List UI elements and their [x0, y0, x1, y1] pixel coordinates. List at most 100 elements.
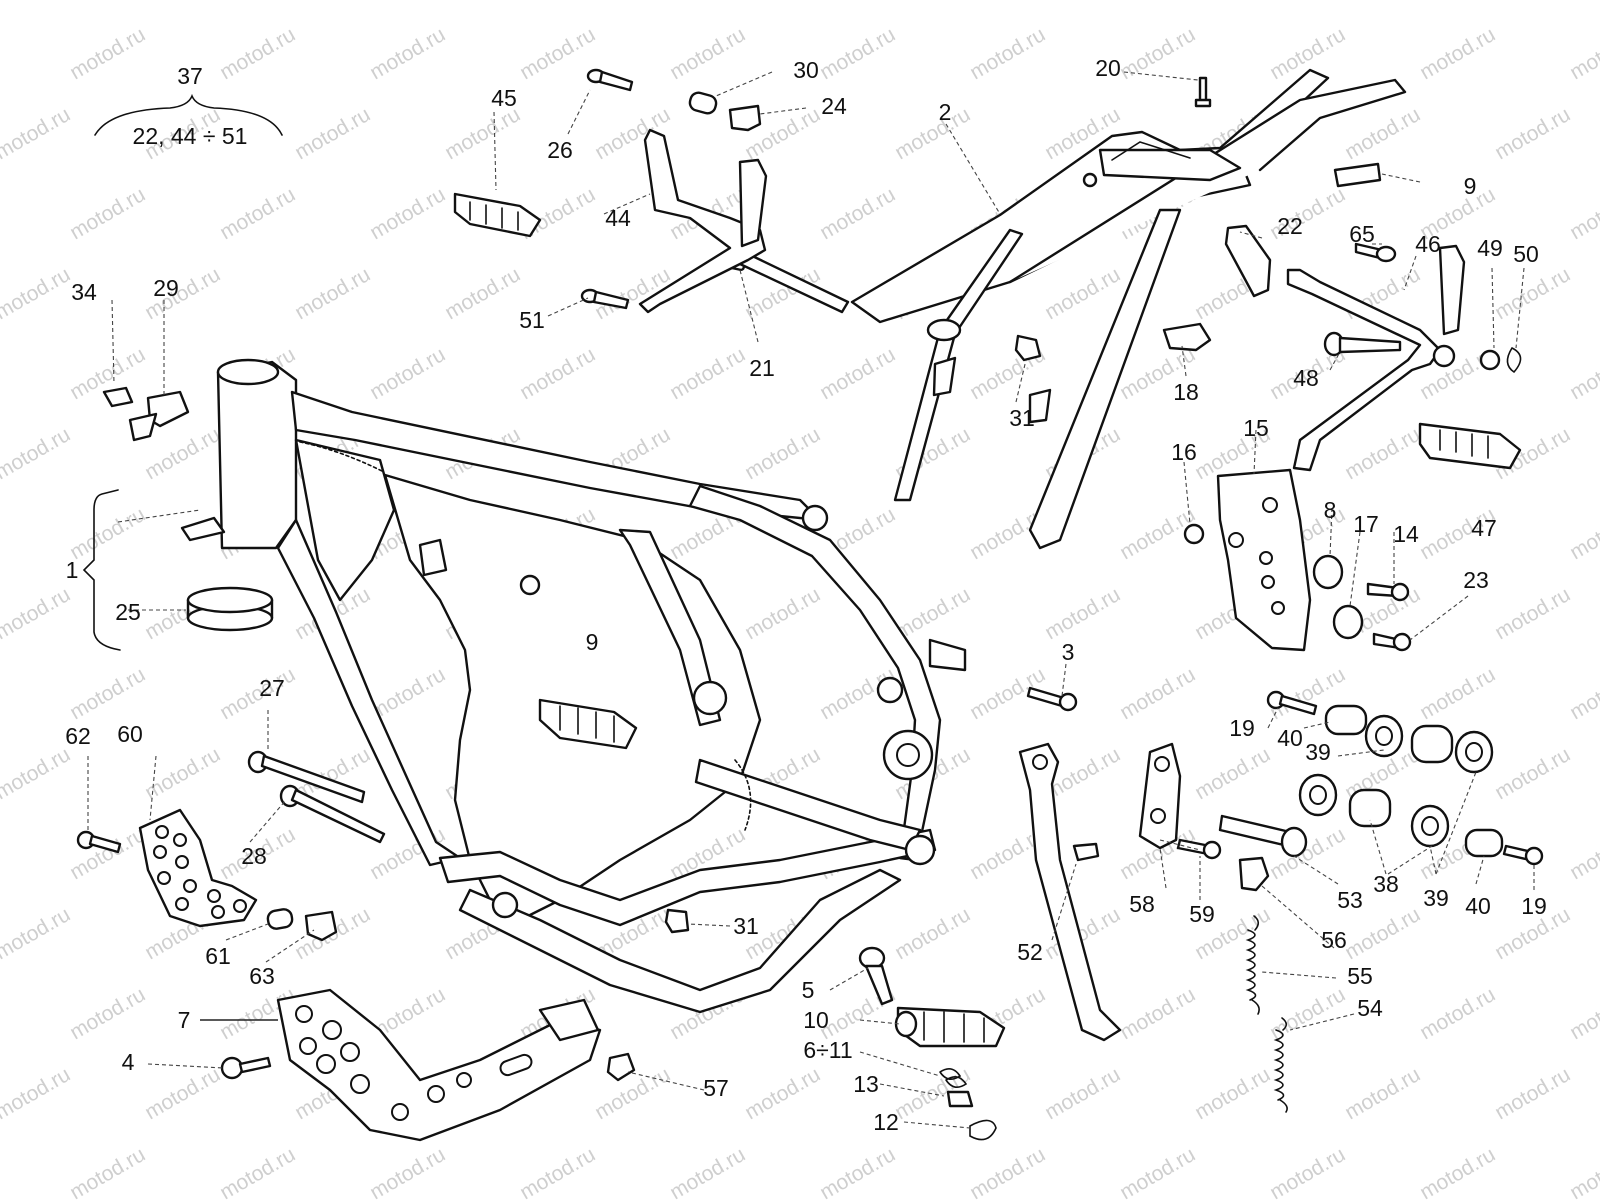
watermark-text: motod.ru — [216, 663, 299, 724]
watermark-text: motod.ru — [1191, 743, 1274, 804]
watermark-text: motod.ru — [216, 1143, 299, 1200]
watermark-text: motod.ru — [366, 23, 449, 84]
assembly-37-number: 37 — [177, 63, 203, 89]
label-40-upper: 40 — [1277, 725, 1303, 751]
label-26: 26 — [547, 137, 573, 163]
screw-4 — [220, 1056, 272, 1080]
nut-31-lower — [664, 908, 690, 934]
label-60: 60 — [117, 721, 143, 747]
label-9-block: 9 — [1464, 173, 1477, 199]
label-15: 15 — [1243, 415, 1269, 441]
label-28: 28 — [241, 843, 267, 869]
clip-50 — [1506, 346, 1522, 374]
watermark-text: motod.ru — [666, 23, 749, 84]
clip-63 — [304, 910, 338, 942]
label-19-lower: 19 — [1521, 893, 1547, 919]
watermark-text: motod.ru — [0, 903, 74, 964]
footpeg-10 — [894, 1006, 1006, 1048]
watermark-text: motod.ru — [66, 663, 149, 724]
watermark-text: motod.ru — [1416, 983, 1499, 1044]
label-10: 10 — [803, 1007, 829, 1033]
label-59: 59 — [1189, 901, 1215, 927]
sleeve-40-upper — [1324, 704, 1368, 736]
watermark-text: motod.ru — [1566, 983, 1600, 1044]
watermark-text: motod.ru — [1566, 183, 1600, 244]
watermark-text: motod.ru — [1566, 503, 1600, 564]
label-2: 2 — [939, 99, 952, 125]
label-39-upper: 39 — [1305, 739, 1331, 765]
watermark-text: motod.ru — [1491, 263, 1574, 324]
washer-49 — [1479, 349, 1501, 371]
watermark-text: motod.ru — [1566, 663, 1600, 724]
watermark-text: motod.ru — [1341, 0, 1424, 4]
bearing-39-upper-a — [1364, 714, 1404, 758]
footpeg-bracket-46 — [1286, 244, 1466, 472]
pin-5 — [858, 946, 894, 1006]
label-38: 38 — [1373, 871, 1399, 897]
watermark-text: motod.ru — [1416, 1143, 1499, 1200]
label-22: 22 — [1277, 213, 1303, 239]
bolt-28 — [279, 784, 386, 844]
label-3: 3 — [1062, 639, 1075, 665]
spring-54 — [1273, 1017, 1288, 1113]
label-25: 25 — [115, 599, 141, 625]
clip-18 — [1162, 322, 1212, 352]
label-31-lower: 31 — [733, 913, 759, 939]
label-45: 45 — [491, 85, 517, 111]
label-6-11: 6÷11 — [803, 1037, 852, 1063]
watermark-text: motod.ru — [291, 103, 374, 164]
label-13: 13 — [853, 1071, 879, 1097]
label-62: 62 — [65, 723, 91, 749]
watermark-text: motod.ru — [741, 583, 824, 644]
label-46: 46 — [1415, 231, 1441, 257]
watermark-text: motod.ru — [591, 0, 674, 4]
bolt-3 — [1026, 686, 1078, 712]
label-34: 34 — [71, 279, 97, 305]
bolt-65 — [1354, 242, 1397, 263]
watermark-text: motod.ru — [1116, 23, 1199, 84]
watermark-text: motod.ru — [1116, 983, 1199, 1044]
label-49: 49 — [1477, 235, 1503, 261]
watermark-text: motod.ru — [666, 343, 749, 404]
label-47: 47 — [1471, 515, 1497, 541]
watermark-text: motod.ru — [66, 183, 149, 244]
watermark-text: motod.ru — [441, 263, 524, 324]
washer-16 — [1183, 523, 1205, 545]
guard-plate-60 — [138, 808, 258, 928]
watermark-text: motod.ru — [1041, 263, 1124, 324]
label-58: 58 — [1129, 891, 1155, 917]
watermark-text: motod.ru — [1416, 23, 1499, 84]
watermark-text: motod.ru — [1491, 103, 1574, 164]
bolt-27 — [247, 750, 366, 804]
label-31-upper: 31 — [1009, 405, 1035, 431]
watermark-text: motod.ru — [1116, 1143, 1199, 1200]
watermark-text: motod.ru — [66, 503, 149, 564]
pin-48 — [1323, 331, 1402, 357]
skid-plate-7 — [276, 988, 602, 1142]
watermark-text: motod.ru — [366, 183, 449, 244]
clip-12 — [969, 1119, 997, 1141]
plate-15 — [1216, 468, 1312, 652]
watermark-text: motod.ru — [141, 743, 224, 804]
watermark-text: motod.ru — [0, 743, 74, 804]
label-56: 56 — [1321, 927, 1347, 953]
bolt-62 — [76, 830, 122, 854]
label-57: 57 — [703, 1075, 729, 1101]
label-18: 18 — [1173, 379, 1199, 405]
label-19-upper: 19 — [1229, 715, 1255, 741]
watermark-text: motod.ru — [291, 0, 374, 4]
watermark-text: motod.ru — [66, 983, 149, 1044]
clip-56 — [1238, 856, 1270, 892]
label-54: 54 — [1357, 995, 1383, 1021]
label-63: 63 — [249, 963, 275, 989]
bolt-26 — [586, 68, 634, 92]
watermark-text: motod.ru — [1341, 103, 1424, 164]
side-stand-52 — [1018, 742, 1122, 1042]
watermark-text: motod.ru — [366, 1143, 449, 1200]
assembly-37-parts: 22, 44 ÷ 51 — [133, 123, 248, 149]
watermark-text: motod.ru — [1566, 1143, 1600, 1200]
watermark-text: motod.ru — [291, 263, 374, 324]
label-9-engine: 9 — [586, 629, 599, 655]
watermark-text: motod.ru — [666, 1143, 749, 1200]
watermark-text: motod.ru — [516, 1143, 599, 1200]
